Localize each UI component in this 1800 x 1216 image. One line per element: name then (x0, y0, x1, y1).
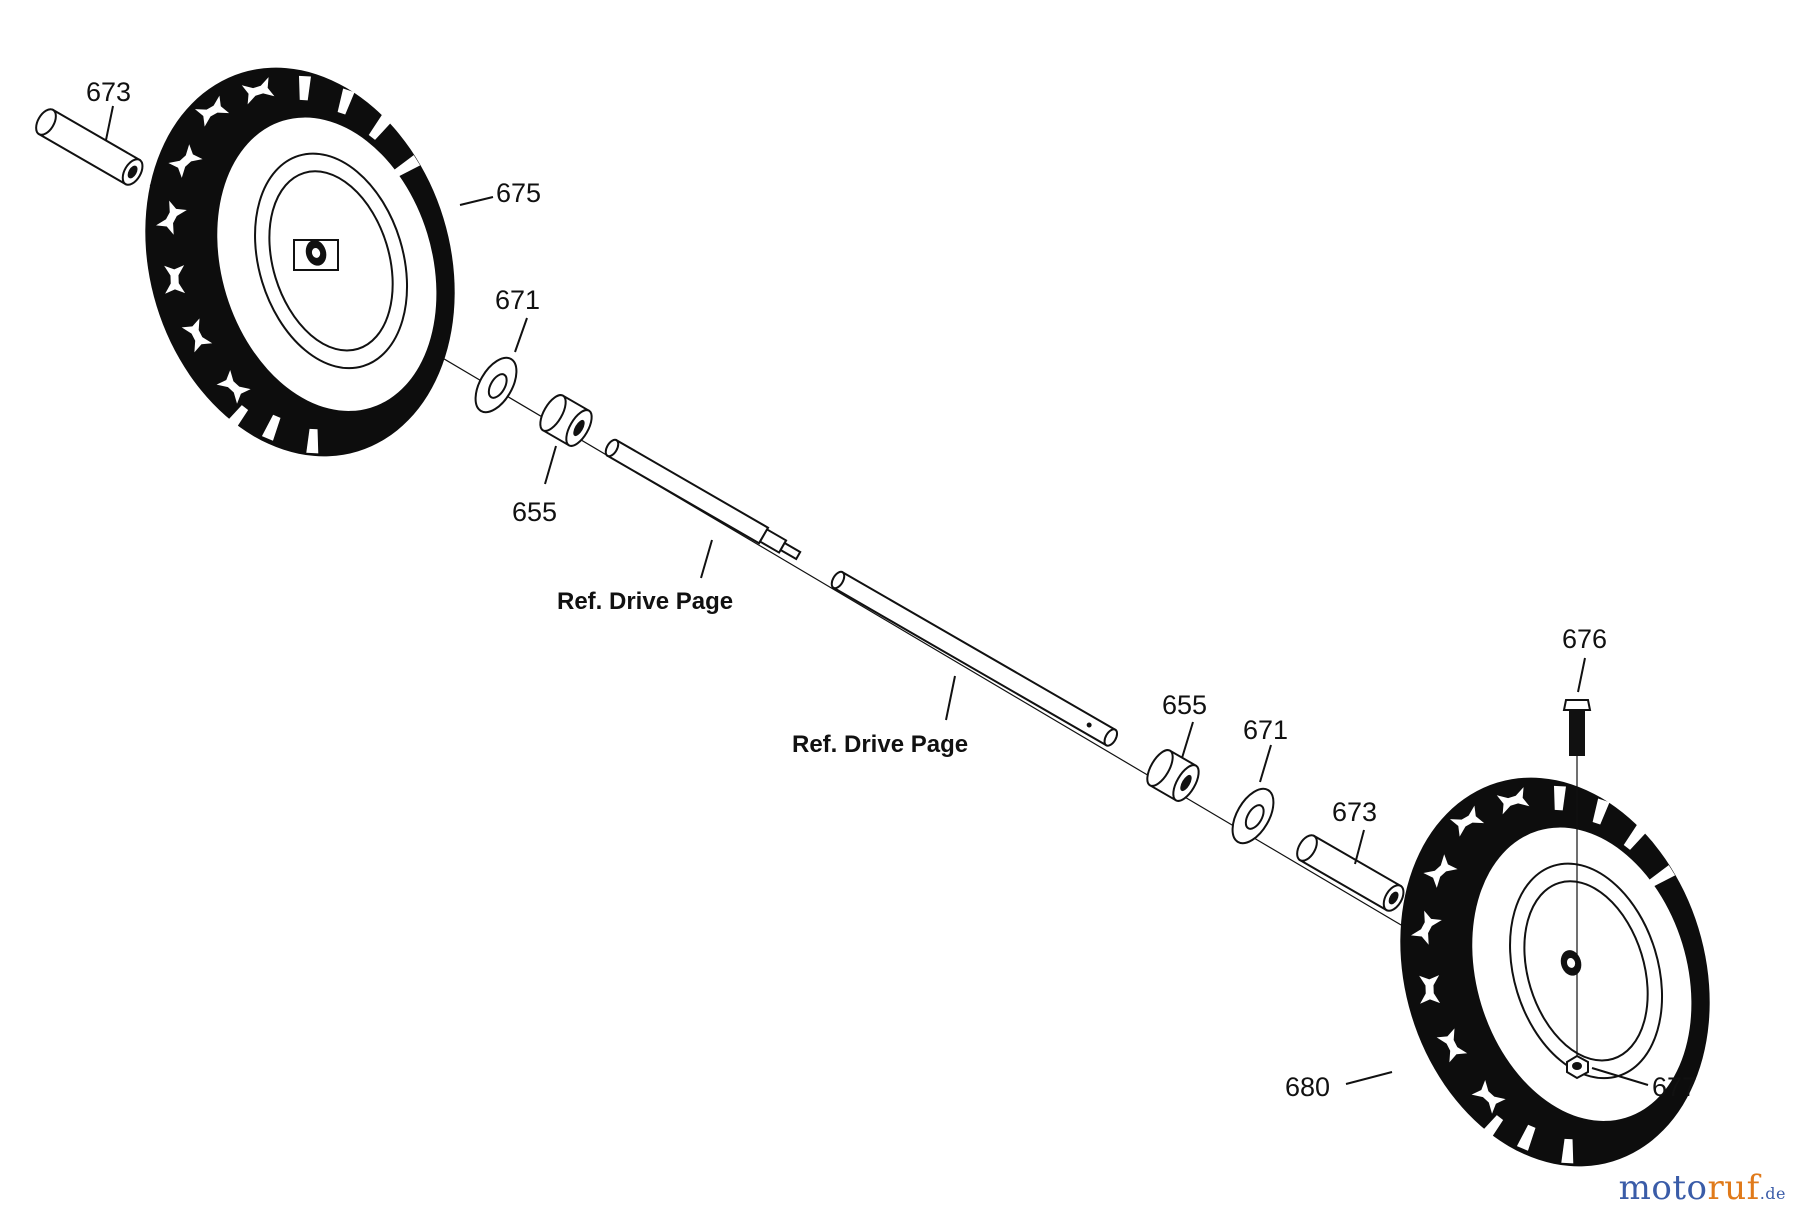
right-wheel-assembly (1400, 777, 1710, 1167)
watermark-tld: .de (1759, 1184, 1786, 1203)
callout-680: 680 (1285, 1072, 1330, 1102)
spacer-tube-673-bottom (1296, 834, 1405, 912)
callout-677: 677 (1652, 1072, 1697, 1102)
bushing-655-bottom (1146, 749, 1200, 802)
washer-671-bottom (1231, 787, 1275, 845)
bolt-676 (1562, 699, 1592, 1062)
leader-673-bottom (1354, 829, 1365, 865)
callout-671-bottom: 671 (1243, 715, 1288, 745)
left-wheel-assembly (145, 67, 455, 457)
leader-671-top (514, 317, 528, 353)
leader-ref-drive-2 (945, 675, 956, 721)
leader-655-top (544, 445, 557, 485)
nut-677 (1566, 1054, 1589, 1080)
watermark-brand-a: moto (1618, 1168, 1708, 1208)
ref-drive-page-label-2: Ref. Drive Page (792, 731, 968, 758)
washer-671-top (474, 356, 518, 414)
leader-671-bottom (1259, 744, 1272, 783)
axle-shaft-left (604, 438, 802, 561)
callout-676: 676 (1562, 624, 1607, 654)
spacer-tube-673-top (35, 108, 144, 186)
leader-676 (1577, 657, 1586, 693)
leader-677 (1591, 1067, 1649, 1086)
leader-675 (459, 196, 494, 206)
callout-673-top: 673 (86, 77, 131, 107)
leader-ref-drive-1 (700, 539, 713, 579)
watermark-brand-b: ruf (1707, 1168, 1760, 1208)
bushing-655-top (539, 394, 593, 447)
leader-673-top (105, 105, 114, 141)
leader-655-bottom (1181, 721, 1194, 759)
axle-shaft-right (830, 570, 1119, 747)
brand-watermark: motoruf.de (1619, 1168, 1786, 1208)
callout-655-top: 655 (512, 497, 557, 527)
callout-671-top: 671 (495, 285, 540, 315)
callout-675: 675 (496, 178, 541, 208)
callout-655-bottom: 655 (1162, 690, 1207, 720)
leader-680 (1345, 1071, 1393, 1085)
ref-drive-page-label-1: Ref. Drive Page (557, 588, 733, 615)
callout-673-bottom: 673 (1332, 797, 1377, 827)
